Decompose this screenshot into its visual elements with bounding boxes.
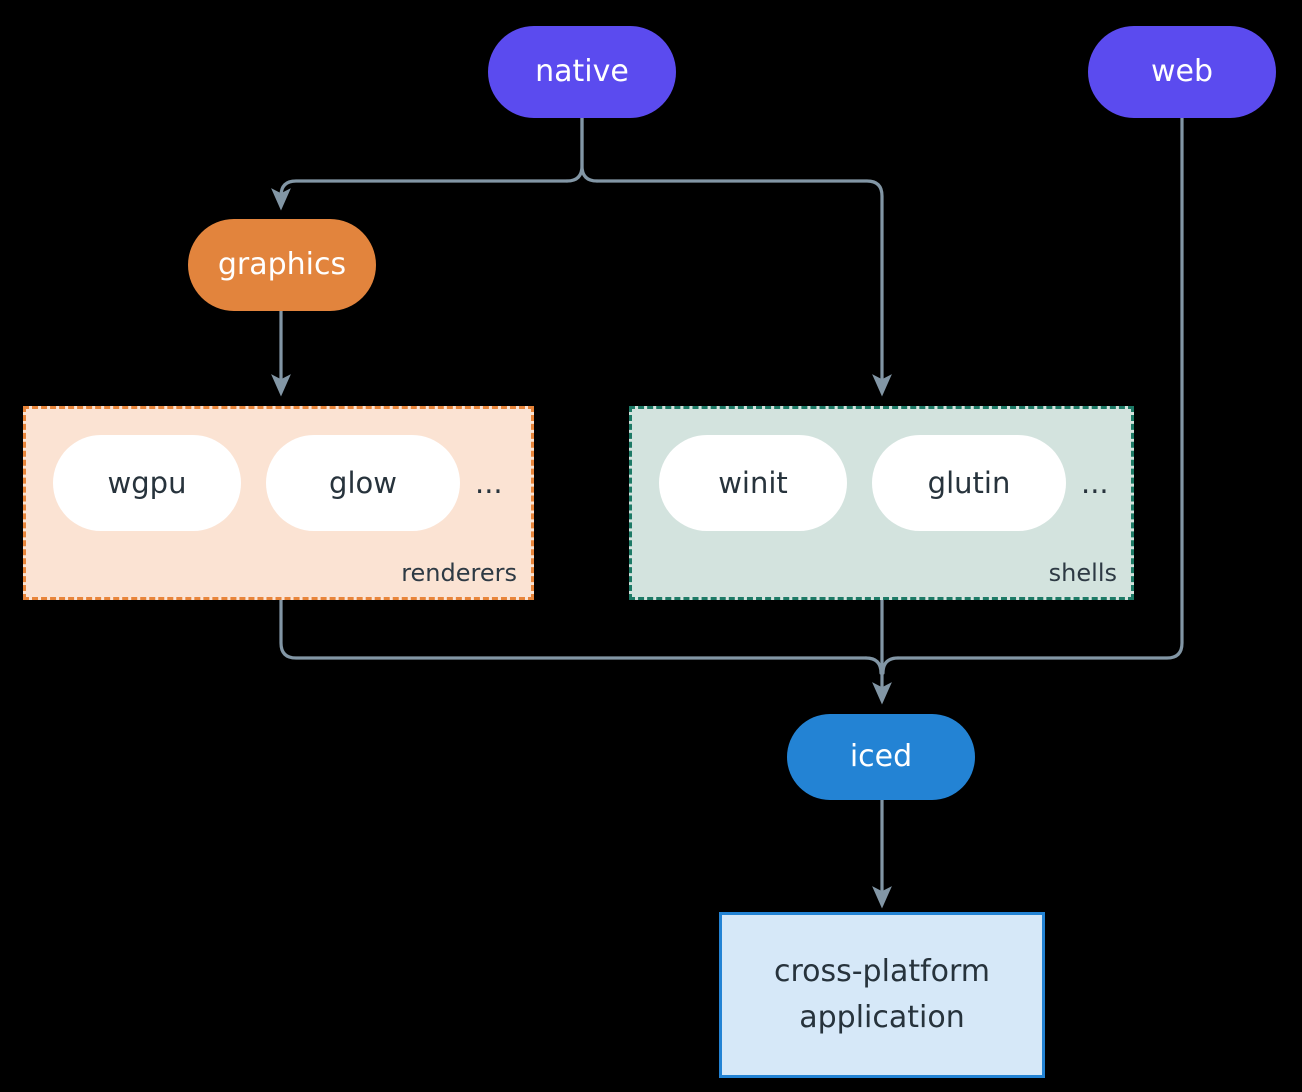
edge-native-trunk	[565, 116, 584, 183]
node-native[interactable]: native	[488, 26, 676, 118]
edge-junction-left-fillet	[864, 656, 883, 675]
application-label-line-2: application	[799, 1000, 965, 1035]
node-web[interactable]: web	[1088, 26, 1276, 118]
node-glutin[interactable]: glutin	[872, 435, 1066, 531]
subgraph-renderers[interactable]: wgpu glow ... renderers	[23, 406, 534, 600]
edge-native-to-graphics	[271, 179, 569, 211]
subgraph-shells-label: shells	[1048, 559, 1117, 587]
node-graphics[interactable]: graphics	[188, 219, 376, 311]
node-glow[interactable]: glow	[266, 435, 460, 531]
renderers-overflow-ellipsis: ...	[475, 466, 503, 500]
node-iced[interactable]: iced	[787, 714, 975, 800]
edge-native-trunk-right	[580, 116, 599, 183]
node-cross-platform-application[interactable]: cross-platform application	[719, 912, 1045, 1078]
node-wgpu[interactable]: wgpu	[53, 435, 241, 531]
node-winit[interactable]: winit	[659, 435, 847, 531]
edge-renderers-to-iced	[279, 598, 868, 660]
shells-overflow-ellipsis: ...	[1081, 466, 1109, 500]
edge-native-to-shells	[595, 179, 892, 397]
application-label-line-1: cross-platform	[773, 953, 991, 989]
edge-junction-right-fillet	[881, 656, 900, 675]
subgraph-renderers-label: renderers	[401, 559, 517, 587]
subgraph-shells[interactable]: winit glutin ... shells	[629, 406, 1134, 600]
